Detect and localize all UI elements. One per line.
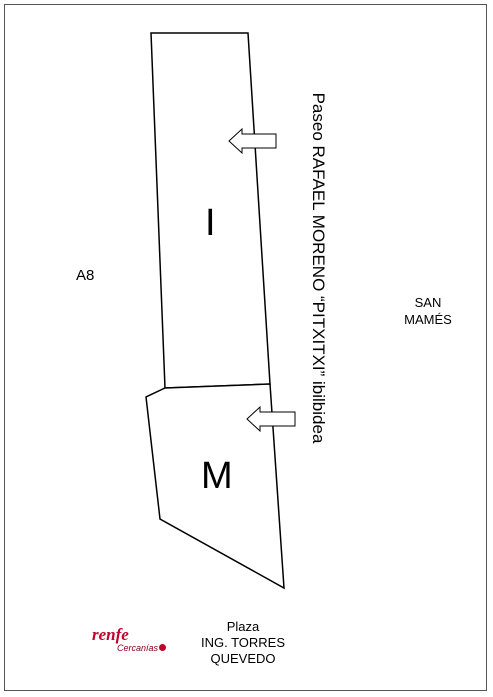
renfe-cercanias-logo: renfe Cercanías — [88, 625, 168, 657]
renfe-wordmark: renfe — [92, 625, 129, 644]
cercanias-dot-icon — [159, 644, 166, 651]
zone-m-label: M — [201, 455, 233, 497]
san-mames-line-2: MAMÉS — [404, 312, 452, 327]
zone-m-area[interactable] — [145, 383, 285, 590]
street-name: Paseo RAFAEL MORENO “PITXITXI” ibilbidea — [309, 92, 328, 444]
plaza-line-2: ING. TORRES — [200, 635, 286, 650]
zone-i-label: I — [205, 202, 216, 244]
san-mames-label: SAN MAMÉS — [396, 294, 460, 328]
plaza-line-1: Plaza — [226, 619, 260, 634]
a8-label: A8 — [76, 267, 95, 284]
plaza-label: Plaza ING. TORRES QUEVEDO — [188, 619, 298, 667]
plaza-line-3: QUEVEDO — [210, 651, 276, 666]
san-mames-line-1: SAN — [414, 295, 442, 310]
map-frame — [4, 4, 487, 691]
arrow-left-icon-upper — [228, 127, 277, 155]
arrow-left-icon-lower — [246, 405, 296, 433]
cercanias-wordmark: Cercanías — [117, 643, 159, 653]
